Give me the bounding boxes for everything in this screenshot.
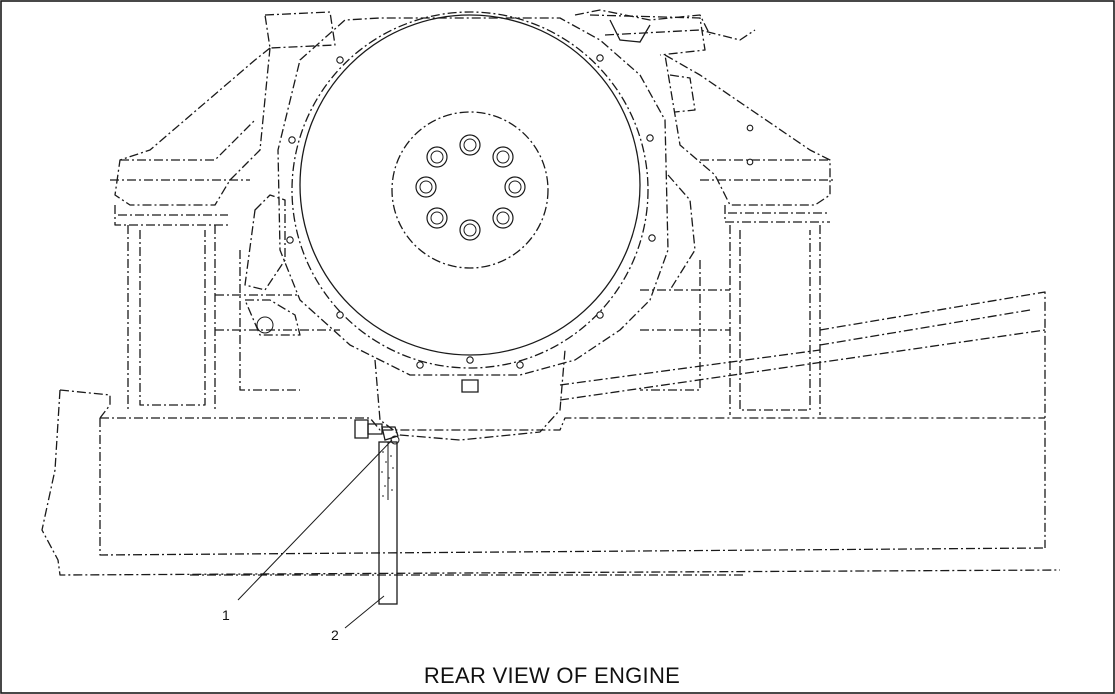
part-2-rod [378,441,398,605]
drain-plug-bolt [461,379,479,393]
flywheel-housing-ring [291,11,649,369]
callout-2-label: 2 [331,627,339,643]
side-components [244,9,754,336]
flywheel-housing [277,11,669,393]
flywheel-bolt-circle [391,111,549,269]
engine-block [41,11,1061,576]
housing-bolts [286,54,656,369]
callout-1-label: 1 [222,607,230,623]
flywheel [299,14,641,356]
callout-1-leader [237,439,393,601]
callout-2-leader [344,595,385,629]
diagram-caption: REAR VIEW OF ENGINE [424,663,680,688]
part-1-fitting [354,419,400,445]
crankshaft-bolts [415,134,526,241]
